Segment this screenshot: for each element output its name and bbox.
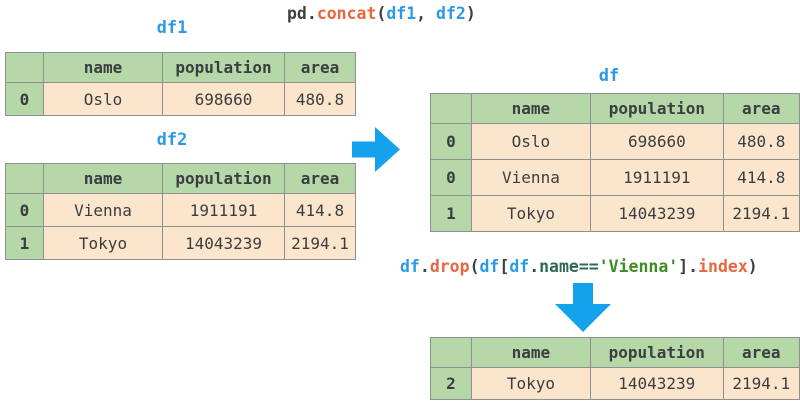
code-token: ): [747, 257, 758, 276]
index-cell: 1: [430, 195, 472, 232]
table-cell: 480.8: [284, 82, 356, 116]
index-cell: 2: [430, 367, 472, 400]
code-token: 'Vienna': [598, 257, 679, 276]
table-cell: 698660: [590, 123, 724, 160]
table-cell: 2194.1: [722, 195, 800, 232]
code-token: (: [469, 257, 480, 276]
column-header: population: [589, 337, 724, 368]
column-header: name: [43, 52, 163, 83]
table-cell: 414.8: [722, 159, 800, 196]
table-cell: Tokyo: [470, 195, 592, 232]
code-token: df1: [386, 4, 417, 23]
index-cell: 0: [430, 159, 472, 196]
code-token: [: [499, 257, 510, 276]
code-token: .: [419, 257, 430, 276]
code-token: drop: [429, 257, 470, 276]
table-cell: Vienna: [43, 193, 163, 227]
df-label: df: [598, 66, 620, 86]
code-token: ): [465, 4, 476, 23]
down-arrow-icon: [555, 283, 611, 332]
column-header: population: [162, 52, 285, 83]
index-cell: 0: [430, 123, 472, 160]
index-cell: 0: [5, 82, 44, 116]
df2-label: df2: [156, 130, 188, 150]
code-token: concat: [316, 4, 377, 23]
index-cell: 1: [5, 226, 44, 260]
column-header: population: [590, 93, 724, 124]
table-cell: Tokyo: [470, 367, 591, 400]
table-cell: 2194.1: [722, 367, 800, 400]
concat-expression: pd.concat(df1, df2): [287, 4, 476, 23]
column-header: name: [470, 93, 592, 124]
table-cell: Oslo: [43, 82, 163, 116]
code-token: (: [376, 4, 387, 23]
column-header: area: [722, 337, 800, 368]
column-header: [430, 93, 472, 124]
table-cell: 14043239: [590, 195, 724, 232]
column-header: population: [162, 163, 285, 194]
code-token: df: [400, 257, 420, 276]
code-token: name==: [539, 257, 599, 276]
table-cell: 1911191: [162, 193, 285, 227]
table-cell: Vienna: [470, 159, 592, 196]
column-header: area: [722, 93, 800, 124]
table-cell: 480.8: [722, 123, 800, 160]
column-header: [5, 52, 44, 83]
column-header: [5, 163, 44, 194]
code-token: df: [479, 257, 500, 276]
right-arrow-icon: [352, 127, 400, 172]
code-token: .: [529, 257, 540, 276]
column-header: area: [284, 52, 356, 83]
table-cell: 1911191: [590, 159, 724, 196]
table-cell: 14043239: [162, 226, 285, 260]
code-token: df: [509, 257, 530, 276]
code-token: ,: [416, 4, 437, 23]
table-cell: 414.8: [284, 193, 356, 227]
drop-expression: df.drop(df[df.name=='Vienna'].index): [400, 257, 758, 276]
column-header: area: [284, 163, 356, 194]
column-header: name: [43, 163, 163, 194]
code-token: pd.: [287, 4, 317, 23]
code-token: index: [698, 257, 748, 276]
code-token: df2: [436, 4, 466, 23]
df1-label: df1: [156, 18, 188, 38]
table-cell: Tokyo: [43, 226, 163, 260]
table-cell: 14043239: [589, 367, 724, 400]
table-cell: 2194.1: [284, 226, 356, 260]
index-cell: 0: [5, 193, 44, 227]
code-token: ].: [678, 257, 699, 276]
column-header: [430, 337, 472, 368]
table-cell: 698660: [162, 82, 285, 116]
column-header: name: [470, 337, 591, 368]
table-cell: Oslo: [470, 123, 592, 160]
